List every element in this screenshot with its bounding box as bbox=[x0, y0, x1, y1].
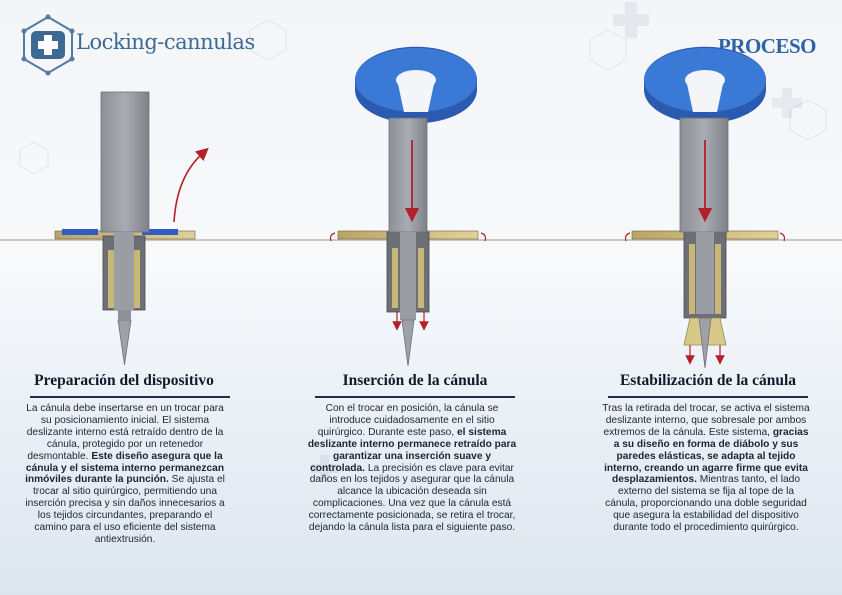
highlight-text: el sistema deslizante interno permanece … bbox=[307, 426, 517, 474]
logo-title: Locking-cannulas bbox=[76, 30, 255, 54]
step-1-title: Preparación del dispositivo bbox=[34, 372, 214, 389]
step-illustrations bbox=[54, 46, 786, 369]
step-3-illustration bbox=[624, 46, 786, 369]
body-text: Se ajusta el trocar al sitio quirúrgico,… bbox=[25, 474, 225, 545]
highlight-text: Este diseño asegura que la cánula y el s… bbox=[25, 450, 225, 486]
body-text: La precisión es clave para evitar daños … bbox=[308, 462, 516, 534]
step-2-divider bbox=[315, 396, 515, 398]
body-text: Tras la retirada del trocar, se activa e… bbox=[602, 403, 810, 438]
step-2-description: Con el trocar en posición, la cánula se … bbox=[307, 403, 517, 534]
step-1-illustration bbox=[54, 91, 209, 366]
body-text: Mientras tanto, el lado externo del sist… bbox=[605, 474, 807, 534]
step-3-divider bbox=[608, 396, 808, 398]
medical-cross-icon bbox=[311, 2, 802, 482]
step-1-divider bbox=[30, 396, 230, 398]
body-text: Con el trocar en posición, la cánula se … bbox=[317, 403, 499, 438]
step-3-description: Tras la retirada del trocar, se activa e… bbox=[601, 403, 811, 534]
hexagon-plus-icon bbox=[21, 14, 75, 76]
retainer-ring bbox=[355, 46, 477, 124]
step-2-title: Inserción de la cánula bbox=[342, 372, 488, 389]
brand-logo bbox=[18, 14, 280, 76]
body-text: La cánula debe insertarse en un trocar p… bbox=[26, 403, 224, 462]
step-1-description: La cánula debe insertarse en un trocar p… bbox=[20, 403, 230, 546]
retainer-ring bbox=[643, 46, 766, 124]
step-3-title: Estabilización de la cánula bbox=[619, 372, 797, 389]
step-2-illustration bbox=[329, 46, 487, 367]
highlight-text: gracias a su diseño en forma de diábolo … bbox=[604, 426, 809, 486]
